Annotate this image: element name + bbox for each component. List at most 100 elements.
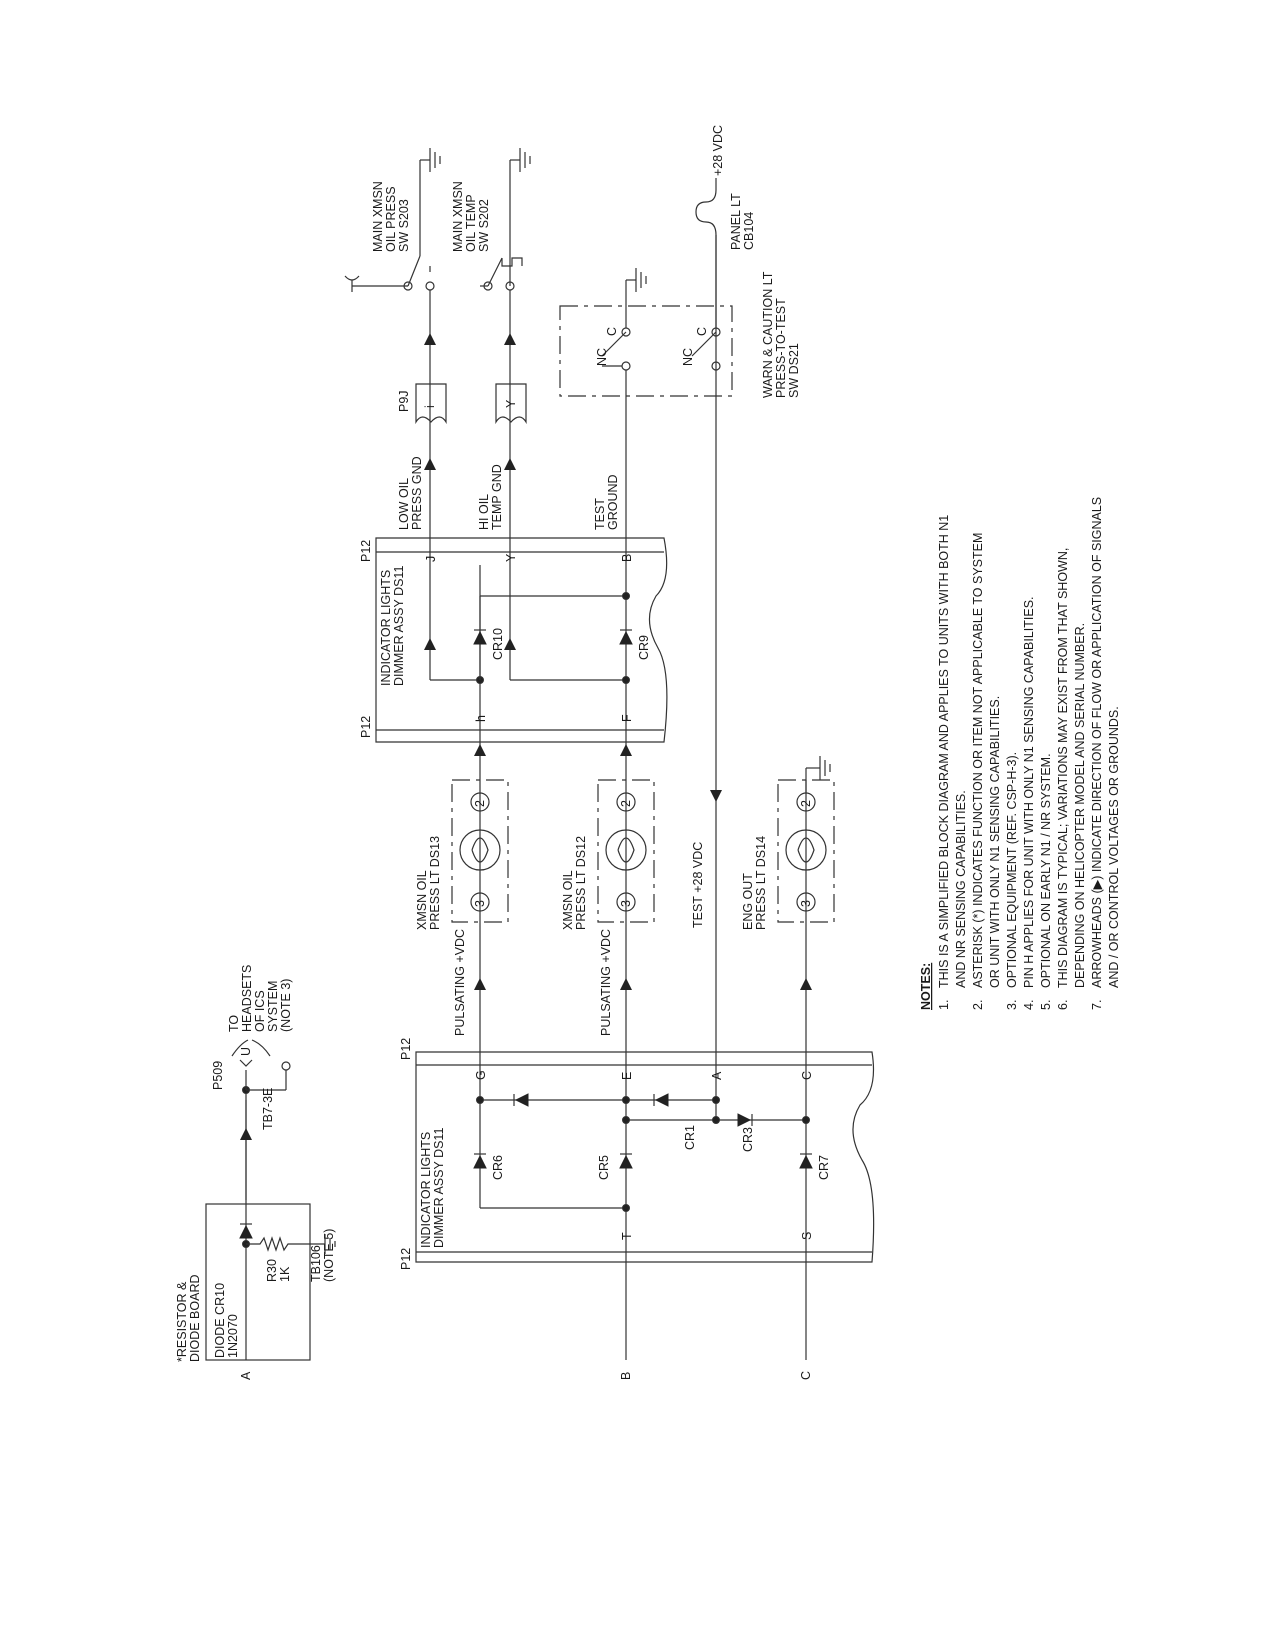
svg-text:P509: P509 xyxy=(211,1061,225,1090)
svg-text:TB106(NOTE 5): TB106(NOTE 5) xyxy=(309,1229,336,1282)
svg-text:T: T xyxy=(620,1232,634,1240)
svg-text:CR10: CR10 xyxy=(491,628,505,660)
notes-list: 1. THIS IS A SIMPLIFIED BLOCK DIAGRAM AND… xyxy=(937,497,1121,1010)
lamp-ds12: 3 2 XMSN OILPRESS LT DS12 xyxy=(561,779,655,930)
svg-text:3: 3 xyxy=(473,900,487,907)
note-line: OPTIONAL ON EARLY N1 / NR SYSTEM. xyxy=(1039,753,1053,988)
svg-text:TEST +28 VDC: TEST +28 VDC xyxy=(691,842,705,928)
signal-arrows xyxy=(424,333,812,990)
note-line: AND NR SENSING CAPABILITIES. xyxy=(954,790,968,988)
circuit-breaker-cb104: PANEL LTCB104 +28 VDC xyxy=(695,125,756,250)
svg-text:MAIN XMSNOIL PRESSSW S203: MAIN XMSNOIL PRESSSW S203 xyxy=(371,181,411,252)
note-line: ASTERISK (*) INDICATES FUNCTION OR ITEM … xyxy=(971,533,985,988)
note-number: 6. xyxy=(1056,1000,1070,1010)
svg-text:TESTGROUND: TESTGROUND xyxy=(593,474,620,530)
svg-text:NC: NC xyxy=(595,348,609,366)
svg-text:LOW OILPRESS GND: LOW OILPRESS GND xyxy=(397,456,424,530)
svg-text:TB7-3E: TB7-3E xyxy=(261,1088,275,1130)
svg-text:PANEL LTCB104: PANEL LTCB104 xyxy=(729,193,756,250)
p9j-connector: i P9J Y xyxy=(397,383,527,425)
svg-text:G: G xyxy=(474,1070,488,1080)
dimmer-assy-lower: P12 P12 INDICATOR LIGHTSDIMMER ASSY DS11… xyxy=(399,1038,875,1270)
note-line: DEPENDING ON HELICOPTER MODEL AND SERIAL… xyxy=(1073,623,1087,988)
note-line: THIS DIAGRAM IS TYPICAL; VARIATIONS MAY … xyxy=(1056,548,1070,988)
note-number: 2. xyxy=(971,1000,985,1010)
svg-text:F: F xyxy=(620,714,634,722)
svg-text:WARN & CAUTION LTPRESS-TO-TEST: WARN & CAUTION LTPRESS-TO-TESTSW DS21 xyxy=(761,271,801,398)
lamp-ds13: 3 2 XMSN OILPRESS LT DS13 xyxy=(415,779,509,930)
svg-text:CR3: CR3 xyxy=(741,1127,755,1152)
svg-text:U: U xyxy=(239,1047,253,1056)
svg-text:h: h xyxy=(474,715,488,722)
svg-text:2: 2 xyxy=(619,800,633,807)
note-line: PIN H APPLIES FOR UNIT WITH ONLY N1 SENS… xyxy=(1022,596,1036,988)
svg-text:3: 3 xyxy=(619,900,633,907)
svg-text:HI OILTEMP GND: HI OILTEMP GND xyxy=(477,464,504,530)
svg-text:J: J xyxy=(424,556,438,562)
svg-text:DIODE CR101N2070: DIODE CR101N2070 xyxy=(213,1283,240,1358)
note-number: 5. xyxy=(1039,1000,1053,1010)
svg-text:C: C xyxy=(799,1371,813,1380)
note-line: OPTIONAL EQUIPMENT (REF. CSP-H-3). xyxy=(1005,752,1019,988)
svg-text:CR7: CR7 xyxy=(817,1155,831,1180)
svg-text:Y: Y xyxy=(504,399,518,408)
svg-text:P12: P12 xyxy=(359,540,373,562)
svg-text:A: A xyxy=(239,1371,253,1380)
switch-s202: MAIN XMSNOIL TEMPSW S202 xyxy=(451,148,531,291)
svg-text:XMSN OILPRESS LT DS13: XMSN OILPRESS LT DS13 xyxy=(415,836,442,930)
svg-text:E: E xyxy=(620,1072,634,1080)
svg-text:i: i xyxy=(423,405,437,408)
svg-text:P12: P12 xyxy=(359,716,373,738)
svg-text:S: S xyxy=(800,1232,814,1240)
svg-text:P12: P12 xyxy=(399,1248,413,1270)
svg-text:2: 2 xyxy=(473,800,487,807)
note-number: 3. xyxy=(1005,1000,1019,1010)
svg-text:C: C xyxy=(800,1071,814,1080)
svg-text:A: A xyxy=(710,1071,724,1080)
svg-text:INDICATOR LIGHTSDIMMER ASSY DS: INDICATOR LIGHTSDIMMER ASSY DS11 xyxy=(379,566,406,686)
dimmer-assy-upper: P12 P12 INDICATOR LIGHTSDIMMER ASSY DS11… xyxy=(359,537,668,743)
lamp-ds14: 3 2 ENG OUTPRESS LT DS14 xyxy=(741,756,835,930)
svg-text:C: C xyxy=(695,327,709,336)
svg-text:CR1: CR1 xyxy=(683,1125,697,1150)
svg-text:B: B xyxy=(620,554,634,562)
svg-text:CR6: CR6 xyxy=(491,1155,505,1180)
note-line: THIS IS A SIMPLIFIED BLOCK DIAGRAM AND A… xyxy=(937,515,951,988)
notes-heading: NOTES: xyxy=(919,963,933,1010)
switch-ds21: NC C NC C WARN & CAUTION LTPRESS-TO-TEST… xyxy=(559,235,801,398)
svg-text:P9J: P9J xyxy=(397,390,411,412)
notes-block: NOTES: 1. THIS IS A SIMPLIFIED BLOCK DIAG… xyxy=(919,497,1121,1010)
connector-c: C xyxy=(799,1371,813,1380)
svg-text:PULSATING +VDC: PULSATING +VDC xyxy=(599,929,613,1036)
svg-text:XMSN OILPRESS LT DS12: XMSN OILPRESS LT DS12 xyxy=(561,836,588,930)
note-line: ARROWHEADS (▶) INDICATE DIRECTION OF FLO… xyxy=(1090,497,1104,988)
note-number: 7. xyxy=(1090,1000,1104,1010)
svg-text:B: B xyxy=(619,1372,633,1380)
svg-text:+28 VDC: +28 VDC xyxy=(711,125,725,176)
note-line: AND / OR CONTROL VOLTAGES OR GROUNDS. xyxy=(1107,706,1121,988)
svg-text:NC: NC xyxy=(681,348,695,366)
note-number: 4. xyxy=(1022,1000,1036,1010)
resistor-diode-board: *RESISTOR &DIODE BOARD DIODE CR101N2070 … xyxy=(175,1203,336,1362)
svg-text:MAIN XMSNOIL TEMPSW S202: MAIN XMSNOIL TEMPSW S202 xyxy=(451,181,491,252)
connector-a: A xyxy=(239,1371,253,1380)
svg-text:*RESISTOR &DIODE BOARD: *RESISTOR &DIODE BOARD xyxy=(175,1274,202,1362)
svg-text:CR9: CR9 xyxy=(637,635,651,660)
svg-text:PULSATING +VDC: PULSATING +VDC xyxy=(453,929,467,1036)
note-line: OR UNIT WITH ONLY N1 SENSING CAPABILITIE… xyxy=(988,696,1002,988)
connector-b: B xyxy=(619,1372,633,1380)
svg-text:C: C xyxy=(605,327,619,336)
svg-text:2: 2 xyxy=(799,800,813,807)
svg-text:INDICATOR LIGHTSDIMMER ASSY DS: INDICATOR LIGHTSDIMMER ASSY DS11 xyxy=(419,1128,446,1248)
svg-text:CR5: CR5 xyxy=(597,1155,611,1180)
svg-text:R301K: R301K xyxy=(265,1259,292,1282)
switch-s203: MAIN XMSNOIL PRESSSW S203 xyxy=(344,148,441,292)
note-number: 1. xyxy=(937,1000,951,1010)
svg-text:P12: P12 xyxy=(399,1038,413,1060)
svg-text:Y: Y xyxy=(504,553,518,562)
svg-text:TOHEADSETSOF ICSSYSTEM(NOTE 3): TOHEADSETSOF ICSSYSTEM(NOTE 3) xyxy=(227,965,293,1032)
svg-text:3: 3 xyxy=(799,900,813,907)
p509-connector: P509 U TB7-3E TOHEADSETSOF ICSSYSTEM(NOT… xyxy=(211,965,293,1140)
svg-text:ENG OUTPRESS LT DS14: ENG OUTPRESS LT DS14 xyxy=(741,836,768,930)
